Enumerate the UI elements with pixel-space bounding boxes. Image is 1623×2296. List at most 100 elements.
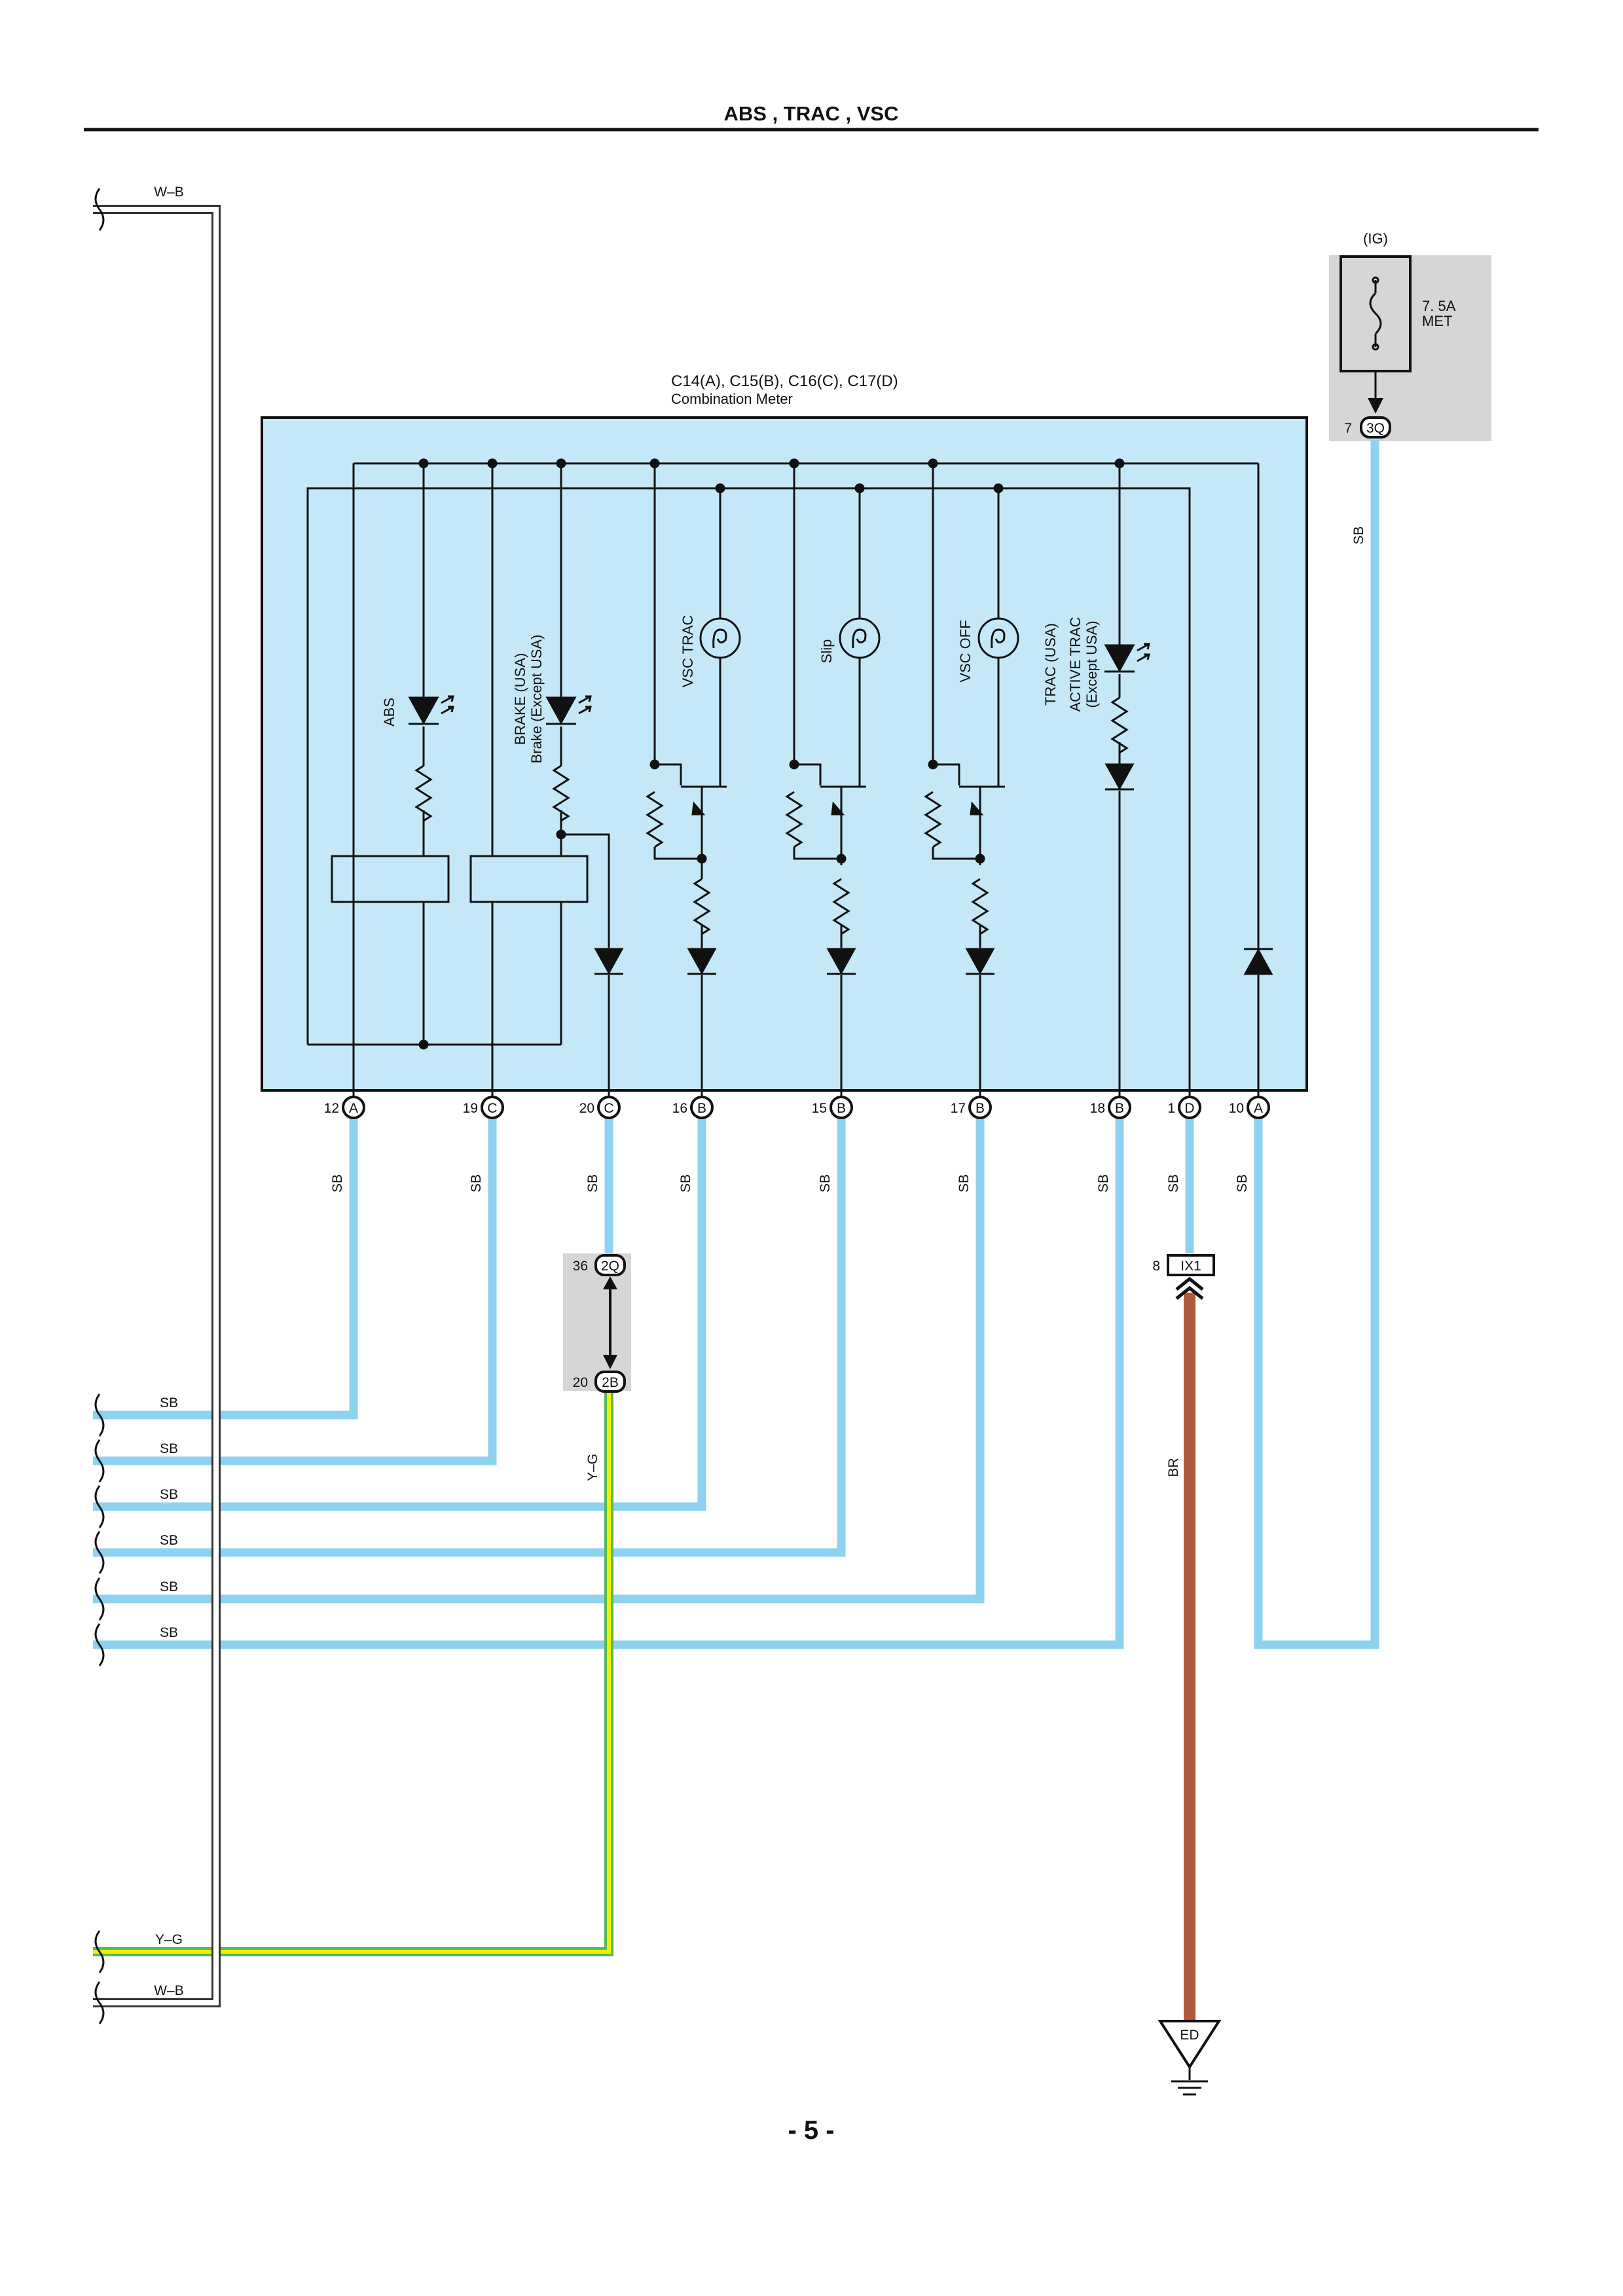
pin-15B: B 15 [812,1096,853,1119]
vsc-off-bulb-icon [991,628,1006,649]
wire-brake [93,1109,497,1465]
pin-15B-num: 15 [812,1101,827,1116]
pin-17B: B 17 [951,1096,992,1119]
reverse-diode-icon [1243,948,1273,975]
brake-lamp-label-1: BRAKE (USA) [512,653,528,745]
ix1-conn: IX1 [1180,1259,1201,1274]
pin-18B: B 18 [1090,1096,1131,1119]
pin-1D-conn: D [1184,1101,1194,1116]
page-title: ABS , TRAC , VSC [724,102,899,125]
fuse-connector-label: 3Q [1366,421,1385,436]
meter-symbols [408,458,1273,1050]
pin-16B-num: 16 [672,1101,687,1116]
vsc-trac-diode-icon [687,948,717,975]
fuse-pin-number: 7 [1344,421,1352,436]
label-sb-4: SB [160,1533,178,1548]
label-sb-pin18: SB [1096,1174,1111,1193]
junction-connector: 2Q 36 2B 20 [573,1254,626,1393]
junction-top-conn: 2Q [601,1259,619,1274]
pin-10A-conn: A [1254,1101,1263,1116]
ground-label: ED [1180,2028,1199,2043]
pin-15B-conn: B [837,1101,846,1116]
slip-bulb-icon [852,628,867,649]
vsc-trac-lamp-label: VSC TRAC [680,615,696,687]
pin-18B-num: 18 [1090,1101,1105,1116]
label-sb-1: SB [160,1395,178,1410]
pin-12A: A 12 [324,1096,365,1119]
ix1-connector: IX1 8 [1152,1254,1215,1300]
wire-met-feed [1254,440,1379,1649]
label-yg-left: Y–G [155,1932,183,1947]
trac-lamp-label-2: ACTIVE TRAC [1067,617,1084,711]
fuse-out-arrow [1368,398,1383,414]
label-sb-pin1: SB [1166,1174,1181,1193]
label-wb-bottom: W–B [154,1983,184,1998]
pin-17B-conn: B [976,1101,985,1116]
pin-19C-conn: C [487,1101,497,1116]
junction-top-num: 36 [573,1259,588,1274]
label-wb-top: W–B [154,185,184,200]
fuse-name: MET [1422,313,1452,329]
combination-meter-box [261,416,1308,1092]
pin-19C-num: 19 [463,1101,478,1116]
slip-diode-icon [826,948,856,975]
label-sb-6: SB [160,1625,178,1640]
pin-18B-conn: B [1115,1101,1124,1116]
brake-lamp-label-2: Brake (Except USA) [528,635,545,764]
slip-lamp-label: Slip [818,639,835,664]
pin-20C-conn: C [604,1101,613,1116]
junction-shade [563,1253,631,1391]
junction-up-arrow [603,1276,617,1289]
pin-17B-num: 17 [951,1101,966,1116]
ground-triangle-icon [1158,2020,1222,2070]
pin-20C-num: 20 [579,1101,594,1116]
trac-lamp-label-3: (Except USA) [1084,620,1100,708]
fuse-rating: 7. 5A [1422,298,1456,314]
meter-internal-circuit [306,462,1260,1096]
trac-lamp-label-1: TRAC (USA) [1042,623,1059,706]
pin-10A: A 10 [1229,1096,1270,1119]
pin-19C: C 19 [463,1096,504,1119]
label-sb-pin17: SB [957,1174,972,1193]
meter-codes: C14(A), C15(B), C16(C), C17(D) [671,372,898,390]
pin-12A-conn: A [349,1101,358,1116]
vsc-off-lamp-label: VSC OFF [957,620,974,682]
vsc-trac-bulb-icon [712,628,727,649]
sb-wires [93,440,1379,1649]
ix1-chevron-icon [1175,1276,1204,1300]
label-sb-pin15: SB [818,1174,833,1193]
brake-led-icon [545,696,577,725]
trac-led-icon [1104,644,1135,673]
abs-led-icon [408,696,439,725]
meter-name: Combination Meter [671,391,793,407]
label-sb-pin12: SB [330,1174,345,1193]
label-yg-vertical: Y–G [585,1454,600,1481]
pin-20C: C 20 [579,1096,621,1119]
label-sb-pin19: SB [469,1174,484,1193]
wire-slip [93,1109,846,1557]
yg-wire [93,1393,613,1956]
wire-abs [93,1109,358,1420]
pin-16B: B 16 [672,1096,714,1119]
label-sb-pin16: SB [678,1174,693,1193]
page-number: - 5 - [788,2116,834,2145]
meter-pins: A 12 C 19 C 20 B 16 B 15 B 17 [324,1096,1270,1119]
pin-10A-num: 10 [1229,1101,1244,1116]
wire-vsc-trac [93,1109,706,1511]
label-sb-met: SB [1351,526,1366,545]
wire-trac [93,1109,1124,1649]
pin-1D: D 1 [1167,1096,1201,1119]
vsc-off-diode-icon [965,948,995,975]
brake-output-diode-icon [594,948,624,975]
label-sb-pin20: SB [585,1174,600,1193]
wire-breaks [94,188,105,2024]
ix1-num: 8 [1152,1259,1160,1274]
pin-1D-num: 1 [1167,1101,1175,1116]
wire-vsc-off [93,1109,985,1604]
label-sb-5: SB [160,1579,178,1594]
bulb-filaments [712,628,1006,649]
junction-bottom-num: 20 [573,1375,588,1390]
label-br: BR [1166,1458,1181,1477]
ground-ed: ED [1158,2020,1222,2096]
